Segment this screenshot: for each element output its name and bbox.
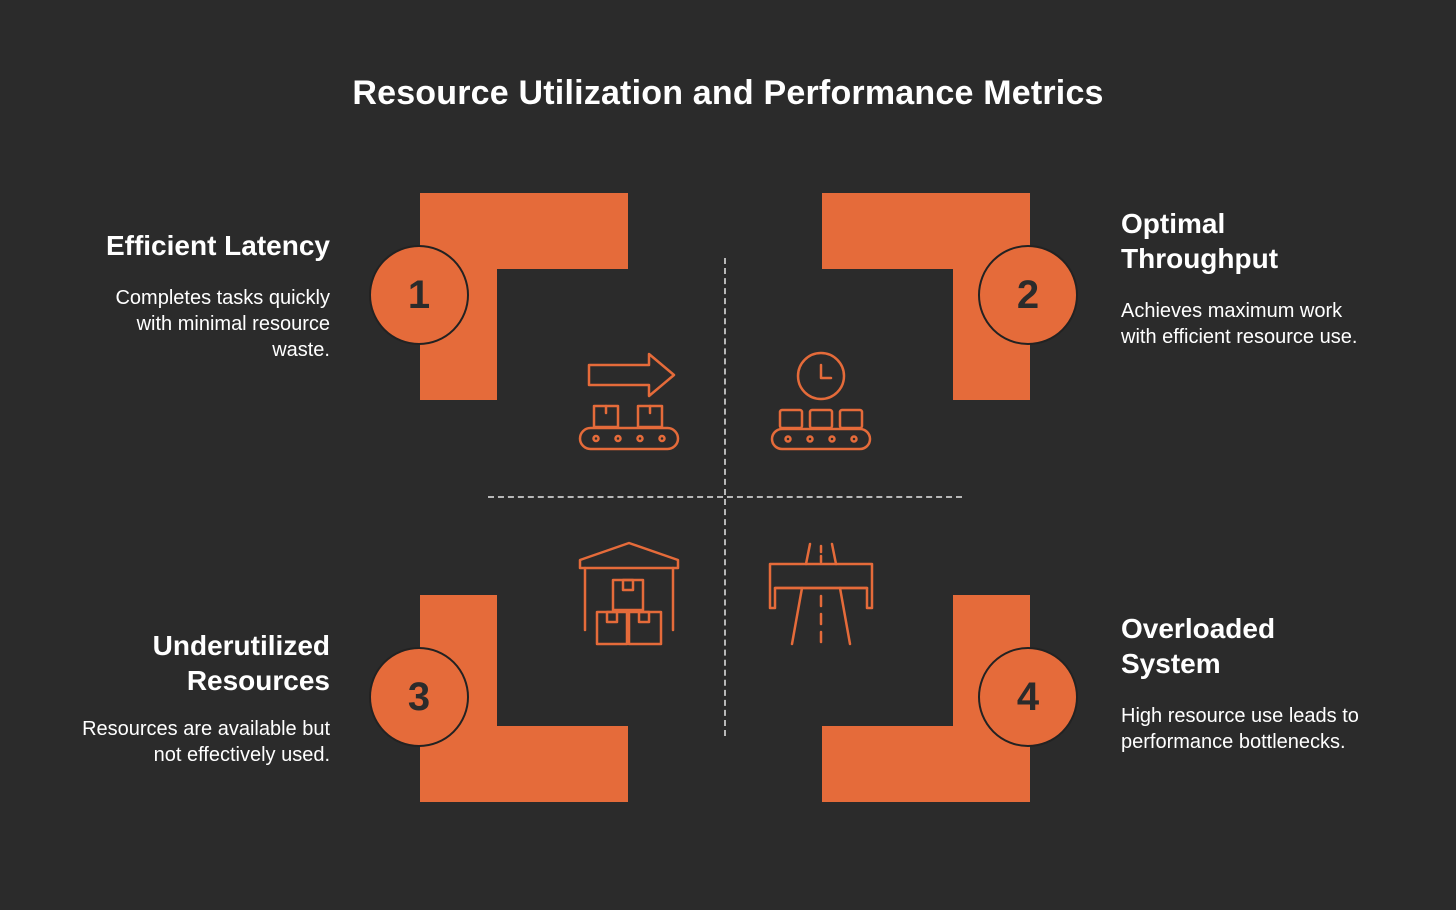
number-badge-3: 3 [369,647,469,747]
bracket-4-bottom [822,726,1030,802]
desc-efficient-latency: Completes tasks quickly with minimal res… [115,287,330,361]
bracket-3-bottom [420,726,628,802]
number-badge-1: 1 [369,245,469,345]
conveyor-arrow-icon [576,348,682,454]
page-title: Resource Utilization and Performance Met… [352,74,1104,112]
heading-efficient-latency: Efficient Latency [105,230,330,261]
heading-optimal-throughput: Optimal Throughput [1121,208,1279,274]
desc-overloaded-system: High resource use leads to performance b… [1121,705,1359,753]
desc-underutilized-resources: Resources are available but not effectiv… [82,718,330,766]
highway-bridge-icon [766,540,876,648]
desc-optimal-throughput: Achieves maximum work with efficient res… [1121,300,1358,348]
conveyor-clock-icon [768,348,874,454]
number-badge-4: 4 [978,647,1078,747]
horizontal-divider [488,496,962,498]
heading-underutilized-resources: Underutilized Resources [152,630,330,696]
heading-overloaded-system: Overloaded System [1121,613,1276,679]
warehouse-icon [576,540,682,650]
number-badge-2: 2 [978,245,1078,345]
